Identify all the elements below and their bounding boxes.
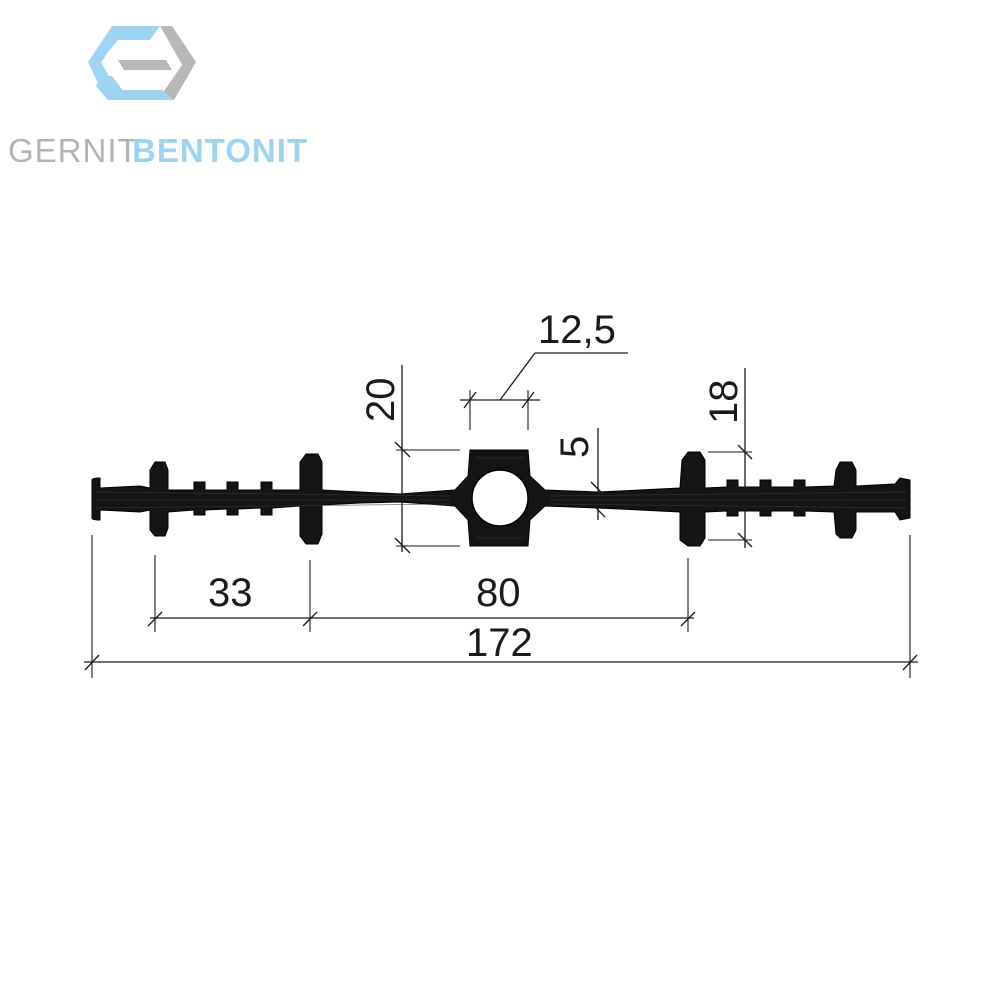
hexagon-s-logo-icon xyxy=(88,26,196,100)
brand-name-left: GERNIT xyxy=(8,132,139,169)
dimension-bulb-height: 20 xyxy=(359,365,460,554)
dim-label-rib-height: 18 xyxy=(702,380,746,425)
profile-texture xyxy=(95,457,907,539)
brand-logo: GERNIT BENTONIT xyxy=(8,26,308,169)
dim-label-bulb-height: 20 xyxy=(359,378,403,423)
dim-label-total-width: 172 xyxy=(466,621,533,665)
dim-label-pipe-diameter: 12,5 xyxy=(538,308,616,352)
dim-label-web-thickness: 5 xyxy=(553,436,597,458)
dimension-rib-spacing-and-center: 33 80 xyxy=(147,555,696,632)
center-bulb-hole xyxy=(471,469,529,527)
brand-name-right: BENTONIT xyxy=(132,132,308,169)
dimension-rib-height: 18 xyxy=(702,368,753,548)
dimension-total-width: 172 xyxy=(84,535,918,678)
dim-label-rib-spacing: 33 xyxy=(208,571,253,615)
dimension-web-thickness: 5 xyxy=(553,428,606,520)
dimension-pipe-diameter: 12,5 xyxy=(460,308,628,430)
waterstop-profile xyxy=(91,449,911,547)
dim-label-center-span: 80 xyxy=(476,571,521,615)
